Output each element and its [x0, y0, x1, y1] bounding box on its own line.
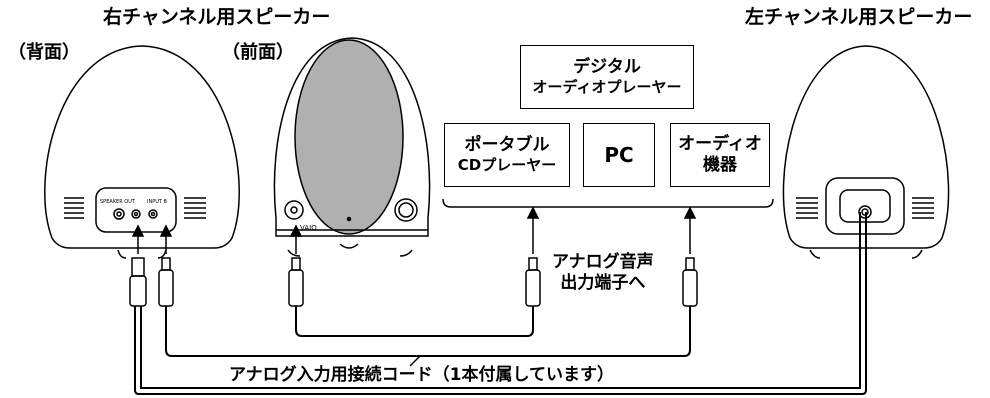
digital-audio-player-box: デジタル オーディオプレーヤー [520, 45, 694, 109]
brand-logo: VAIO [300, 224, 317, 232]
analog-input-cord [165, 306, 691, 357]
connection-arrows [131, 206, 697, 254]
cord-caption: アナログ入力用接続コード（1本付属しています） [225, 367, 618, 384]
analog-output-line2: 出力端子へ [560, 273, 646, 293]
right-vent-grille [184, 197, 206, 219]
speaker-out-jack [113, 208, 125, 220]
portable-cd-player-line1: ポータブル [464, 135, 550, 155]
portable-cd-player-line2: CDプレーヤー [457, 156, 557, 175]
speaker-out-panel-label: SPEAKER OUT [100, 199, 136, 205]
right-speaker-front [273, 37, 431, 257]
pc-box: PC [583, 123, 655, 187]
pc-label: PC [604, 142, 634, 167]
audio-equipment-box: オーディオ 機器 [670, 123, 770, 187]
front-grille [294, 39, 404, 235]
portable-cd-player-box: ポータブル CDプレーヤー [444, 123, 570, 187]
left-vent-grille-2 [796, 197, 818, 219]
back-view-label: （背面） [8, 42, 80, 63]
right-vent-grille-2 [912, 197, 934, 219]
plug-input-b [158, 257, 174, 307]
audio-equipment-line2: 機器 [703, 155, 737, 175]
left-vent-grille [64, 197, 84, 219]
front-view-label: （前面） [222, 42, 294, 63]
input-b-jack [148, 209, 158, 219]
input-b-panel-label: INPUT B [147, 199, 168, 205]
audio-equipment-line1: オーディオ [678, 133, 762, 154]
digital-audio-player-line2: オーディオプレーヤー [532, 78, 682, 97]
headphone-jack [284, 200, 304, 220]
right-speaker-back [44, 45, 240, 259]
device-bracket [442, 198, 774, 208]
plug-device-1 [525, 257, 541, 307]
caption-pointer [409, 355, 421, 367]
plug-right-speaker-cable [129, 257, 147, 307]
speaker-cable [134, 212, 867, 395]
right-speaker-label: 右チャンネル用スピーカー [103, 6, 331, 28]
volume-knob [394, 198, 418, 222]
left-speaker-label: 左チャンネル用スピーカー [745, 6, 973, 28]
analog-output-label: アナログ音声 出力端子へ [552, 254, 654, 292]
digital-audio-player-line1: デジタル [573, 57, 641, 77]
plug-headphone-front [288, 257, 304, 307]
analog-output-line1: アナログ音声 [552, 252, 654, 272]
left-speaker-back [782, 45, 950, 259]
plug-device-2 [682, 257, 698, 307]
